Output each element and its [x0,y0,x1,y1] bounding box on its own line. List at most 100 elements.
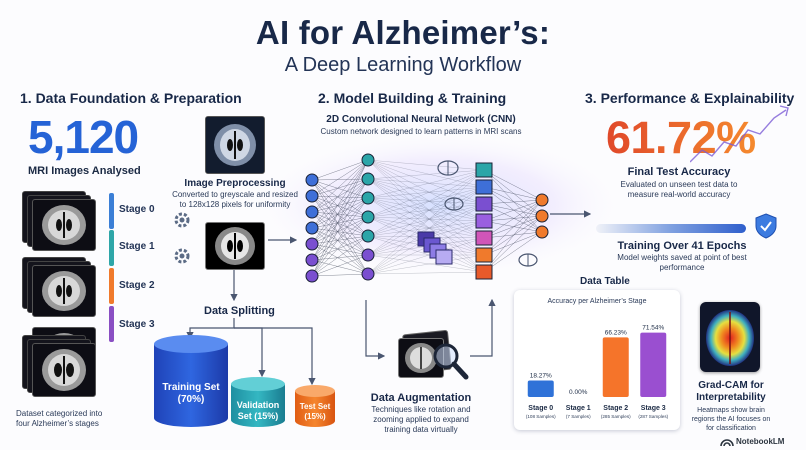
splitting-title: Data Splitting [204,305,275,317]
chart-sample-label: (7 Samples) [566,414,591,419]
stage-2-label: Stage 2 [119,280,155,291]
validation-set-cylinder [231,377,285,427]
network-node [475,247,493,263]
network-node [305,173,319,187]
preprocess-color-image [205,116,265,174]
brain-icon [444,197,464,211]
feature-maps-icon [417,231,453,265]
network-node [361,191,375,205]
chart-value-label: 0.00% [569,389,588,396]
chart-category-label: Stage 0 [528,405,553,412]
chart-category-label: Stage 2 [603,405,628,412]
accuracy-text: Evaluated on unseen test data to measure… [620,180,738,199]
accuracy-title: Final Test Accuracy [627,166,731,178]
chart-value-label: 71.54% [642,325,664,332]
stage-1-label: Stage 1 [119,241,155,252]
neural-network-diagram [305,153,549,283]
network-node [361,229,375,243]
augmentation-text: Techniques like rotation and zooming app… [371,405,471,434]
trend-chart-icon [690,105,789,163]
augmentation-title: Data Augmentation [370,392,472,404]
cnn-text: Custom network designed to learn pattern… [320,127,522,136]
brain-icon [518,253,538,267]
shield-check-icon [755,213,777,239]
network-node [535,209,549,223]
network-node [475,230,493,246]
network-node [361,210,375,224]
gradcam-heatmap-image [700,302,760,372]
chart-sample-label: (287 Samples) [638,414,668,419]
cnn-title: 2D Convolutional Neural Network (CNN) [326,114,516,125]
notebooklm-logo-icon [720,439,734,447]
network-node [475,179,493,195]
stage-3-bar [109,306,114,342]
network-node [361,153,375,167]
epochs-title: Training Over 41 Epochs [617,240,747,252]
accuracy-value: 61.72% [606,112,756,163]
chart-category-label: Stage 1 [566,405,591,412]
brain-icon [437,160,459,176]
brain-scan-image [32,265,96,317]
mri-count: 5,120 [28,111,139,163]
network-node [475,213,493,229]
brain-scan-image [32,199,96,251]
accuracy-chart-card: Accuracy per Alzheimer’s Stage 18.27% Sta… [514,290,680,430]
mri-stack-bottom [22,335,102,405]
accuracy-bar-chart: 18.27% Stage 0 (108 Samples) 0.00% Stage 1 (7… [526,325,669,419]
mri-count-caption: MRI Images Analysed [28,165,141,177]
chart-title: Accuracy per Alzheimer’s Stage [547,298,647,305]
network-node [535,193,549,207]
section-heading-data: 1. Data Foundation & Preparation [20,90,242,106]
preprocess-grey-image [205,222,265,270]
network-node [535,225,549,239]
chart-sample-label: (285 Samples) [601,414,631,419]
stage-0-bar [109,193,114,229]
preprocess-text: Converted to greyscale and resized to 12… [172,190,298,209]
stage-0-label: Stage 0 [119,204,155,215]
gradcam-title: Grad-CAM for Interpretability [696,380,766,403]
gear-icon [174,212,190,264]
chart-sample-label: (108 Samples) [526,414,556,419]
test-set-cylinder [295,385,335,427]
training-set-label: Training Set(70%) [162,382,220,405]
chart-value-label: 18.27% [530,373,552,380]
network-node [305,253,319,267]
preprocess-title: Image Preprocessing [184,178,286,189]
network-node [475,264,493,280]
magnifier-icon [433,343,469,380]
page-subtitle: A Deep Learning Workflow [284,54,522,76]
test-set-label: Test Set(15%) [299,402,331,421]
chart-category-label: Stage 3 [641,405,666,412]
chart-bar [602,337,629,397]
chart-value-label: 66.23% [605,329,627,336]
data-table-title: Data Table [580,276,630,287]
network-node [305,221,319,235]
network-node [361,248,375,262]
dataset-note: Dataset categorized into four Alzheimer’… [16,409,103,428]
network-node [305,237,319,251]
network-node [475,196,493,212]
stage-3-label: Stage 3 [119,319,155,330]
training-set-cylinder [154,335,228,427]
epochs-text: Model weights saved at point of best per… [617,253,747,272]
network-node [361,267,375,281]
section-heading-model: 2. Model Building & Training [318,90,507,106]
background-glow [250,130,630,280]
stage-1-bar [109,230,114,266]
network-node [361,172,375,186]
brain-scan-image [32,343,96,397]
epochs-progress-bar [596,224,746,233]
network-node [305,205,319,219]
section-heading-performance: 3. Performance & Explainability [585,90,795,106]
gradcam-text: Heatmaps show brain regions the AI focus… [691,407,771,432]
network-node [305,269,319,283]
brand-label: NotebookLM [736,437,785,446]
network-node [305,189,319,203]
page-title: AI for Alzheimer’s: [255,14,551,51]
stage-2-bar [109,268,114,304]
chart-bar [527,380,554,397]
chart-bar [640,332,667,397]
network-node [475,162,493,178]
